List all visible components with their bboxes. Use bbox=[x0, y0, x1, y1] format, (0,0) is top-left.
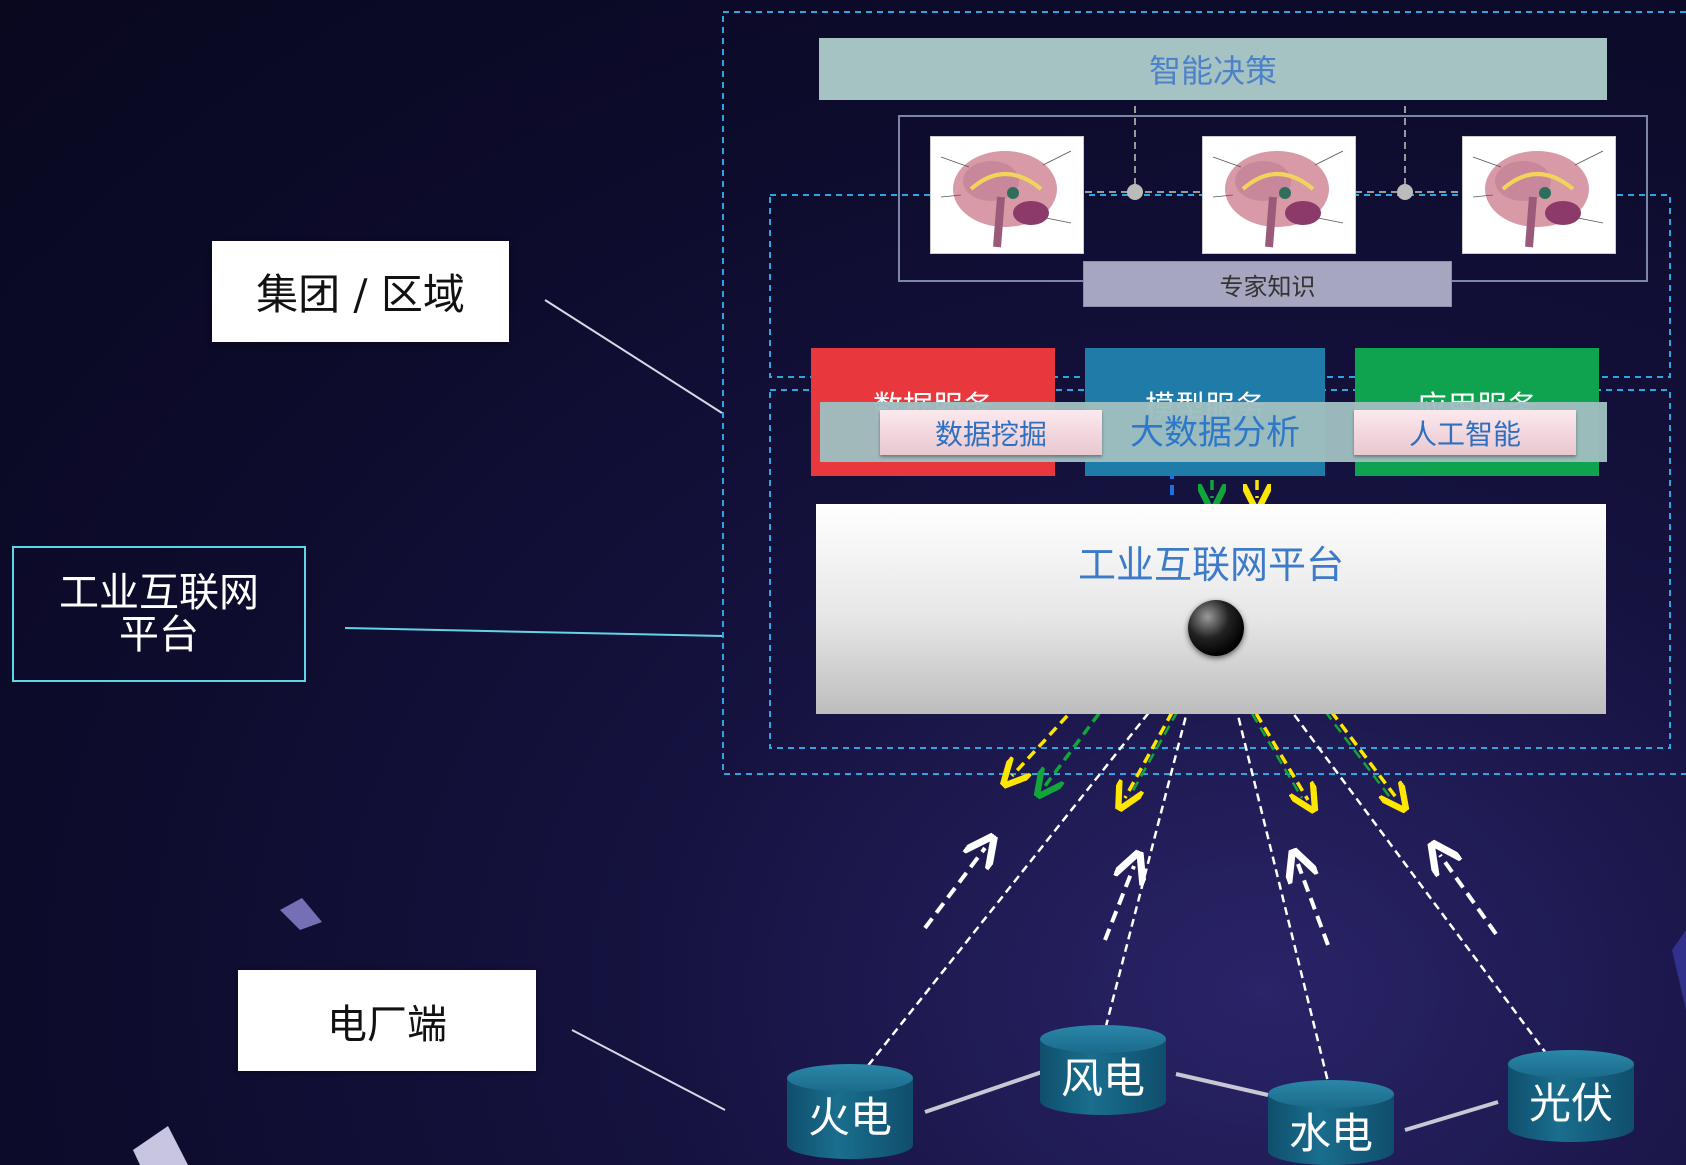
brain-link-node bbox=[1397, 184, 1413, 200]
hub-plant-line bbox=[854, 641, 1206, 1083]
decorative-shard bbox=[133, 1126, 188, 1165]
upward-arrow bbox=[1440, 855, 1498, 936]
brain-diagram-icon bbox=[1462, 136, 1616, 254]
brain-diagram-icon bbox=[1202, 136, 1356, 254]
group-connector-line bbox=[544, 299, 723, 414]
data-mining-chip: 数据挖掘 bbox=[880, 410, 1102, 455]
green-down-arrow bbox=[1128, 697, 1187, 797]
solar-plant-cylinder: 光伏 bbox=[1508, 1050, 1634, 1142]
expert-knowledge-bar: 专家知识 bbox=[1083, 261, 1452, 307]
decision-bar: 智能决策 bbox=[819, 38, 1607, 100]
thermal-plant-label: 火电 bbox=[807, 1093, 892, 1142]
upward-arrow bbox=[1298, 864, 1330, 946]
platform-connector-line bbox=[344, 627, 723, 637]
wind-plant-label: 风电 bbox=[1060, 1054, 1145, 1103]
plant-connector-line bbox=[571, 1029, 726, 1111]
thermal-plant-cylinder: 火电 bbox=[787, 1064, 913, 1159]
platform-block: 工业互联网平台 bbox=[816, 504, 1606, 714]
group-region-label: 集团 / 区域 bbox=[212, 241, 509, 342]
green-down-arrow bbox=[1242, 699, 1304, 799]
brain-link-node bbox=[1127, 184, 1143, 200]
hub-node-icon bbox=[1188, 600, 1244, 656]
hydro-plant-cylinder: 水电 bbox=[1268, 1080, 1394, 1165]
platform-side-label: 工业互联网平台 bbox=[12, 546, 306, 682]
plant-link-line bbox=[1404, 1100, 1499, 1132]
plant-link-line bbox=[1175, 1072, 1269, 1097]
solar-plant-label: 光伏 bbox=[1528, 1079, 1613, 1128]
upward-arrow bbox=[923, 848, 985, 930]
decorative-shard bbox=[1672, 930, 1686, 1010]
platform-frame bbox=[769, 389, 1671, 749]
yellow-down-arrow bbox=[1246, 699, 1308, 800]
plant-link-line bbox=[924, 1070, 1043, 1114]
hub-plant-line bbox=[1238, 641, 1562, 1073]
yellow-down-arrow bbox=[1125, 697, 1182, 798]
wind-plant-cylinder: 风电 bbox=[1040, 1025, 1166, 1115]
yellow-down-arrow bbox=[1012, 702, 1080, 776]
group-frame bbox=[722, 11, 1686, 775]
hydro-plant-label: 水电 bbox=[1288, 1109, 1373, 1158]
platform-title: 工业互联网平台 bbox=[1077, 543, 1344, 587]
ai-chip: 人工智能 bbox=[1354, 410, 1576, 455]
upward-arrow bbox=[1103, 866, 1134, 941]
brain-diagram-icon bbox=[930, 136, 1084, 254]
hub-plant-line bbox=[1218, 641, 1332, 1091]
decorative-shard bbox=[280, 898, 322, 930]
plant-side-label: 电厂端 bbox=[238, 970, 536, 1071]
big-data-analysis-label: 大数据分析 bbox=[1130, 412, 1300, 453]
